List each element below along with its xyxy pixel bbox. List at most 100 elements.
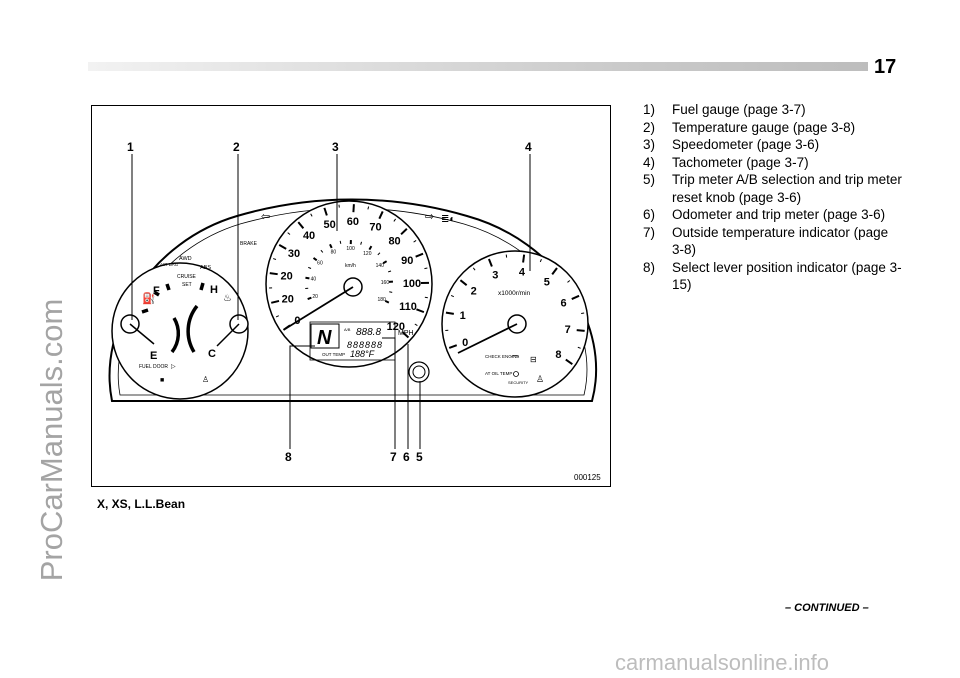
legend-text: Outside temperature indicator (page 3-8) <box>672 224 889 258</box>
mph-minor-tick <box>393 218 397 222</box>
left-turn-arrow-icon: ⇦ <box>261 211 270 223</box>
tach-tick <box>576 329 585 332</box>
legend-number: 6) <box>643 207 656 222</box>
mph-unit-label: MPH <box>398 330 414 337</box>
tach-label: 6 <box>560 298 566 310</box>
legend-text: Trip meter A/B selection and trip meter … <box>672 172 902 205</box>
mph-label: 20 <box>282 294 294 306</box>
legend-text: Speedometer (page 3-6) <box>672 137 820 152</box>
fuel-full-label: F <box>153 285 160 297</box>
abs-label: ABS <box>200 265 211 271</box>
tach-minor-tick <box>539 258 542 263</box>
legend-number: 4) <box>643 154 656 170</box>
mph-tick <box>401 331 410 339</box>
kmh-tick <box>384 299 390 304</box>
security-label: SECURITY <box>508 380 529 385</box>
tach-tick <box>487 258 493 267</box>
kmh-label: 160 <box>381 280 390 286</box>
callout-7: 7 <box>390 450 397 464</box>
check-engine-label: CHECK ENGINE <box>485 354 519 359</box>
instrument-cluster-illustration: F E H C ⛽ ♨ AIR BAG AWD ABS CRUISE SET F… <box>108 140 601 482</box>
cruise-label: CRUISE <box>177 274 197 280</box>
tach-label: 7 <box>565 324 571 336</box>
legend-text: Fuel gauge (page 3-7) <box>672 102 806 117</box>
mph-label: 120 <box>387 321 405 333</box>
legend-number: 5) <box>643 172 656 187</box>
side-watermark: ProCarManuals.com <box>22 230 82 650</box>
mph-minor-tick <box>424 267 428 270</box>
kmh-tick <box>305 276 310 280</box>
mph-tick <box>415 252 424 258</box>
tachometer-needle <box>457 323 518 354</box>
tach-minor-tick <box>577 346 581 349</box>
callout-3: 3 <box>332 140 339 154</box>
tach-tick <box>551 267 558 276</box>
mph-label: 20 <box>280 270 292 282</box>
battery-icon: ⊟ <box>530 355 537 364</box>
figure-caption: X, XS, L.L.Bean <box>97 497 186 511</box>
kmh-minor-tick <box>388 270 392 273</box>
mph-label: 100 <box>403 278 421 290</box>
legend-item: 7) Outside temperature indicator (page 3-… <box>643 224 903 259</box>
kmh-label: 80 <box>331 249 337 255</box>
image-code: 000125 <box>574 473 601 482</box>
temp-hot-label: H <box>210 284 218 296</box>
seatbelt-icon-right: ♙ <box>536 374 544 384</box>
legend-text: Tachometer (page 3-7) <box>672 154 809 170</box>
legend-text: Odometer and trip meter (page 3-6) <box>672 207 886 222</box>
legend-item: 6) Odometer and trip meter (page 3-6) <box>643 206 903 224</box>
legend-text: Temperature gauge (page 3-8) <box>672 119 856 135</box>
kmh-label: 60 <box>317 260 323 266</box>
kmh-minor-tick <box>339 240 342 244</box>
mph-tick <box>400 228 408 236</box>
gear-display <box>310 323 340 349</box>
kmh-label: 180 <box>377 297 386 303</box>
mph-tick <box>278 244 287 250</box>
kmh-label: 140 <box>376 263 385 269</box>
mph-tick <box>378 211 384 220</box>
mph-tick <box>269 272 278 276</box>
kmh-minor-tick <box>308 266 312 269</box>
legend-text: Select lever position indicator (page 3-… <box>672 259 902 293</box>
fuel-door-arrow-icon: ▷ <box>171 364 176 370</box>
mph-minor-tick <box>272 258 277 260</box>
tach-minor-tick <box>472 267 476 271</box>
mph-label: 70 <box>369 222 381 234</box>
kmh-unit-label: km/h <box>345 263 356 269</box>
fuel-needle <box>129 323 155 345</box>
brake-label: BRAKE <box>240 241 258 247</box>
tach-tick <box>459 279 468 286</box>
callout-lines <box>131 154 531 449</box>
temp-needle <box>216 323 240 347</box>
callout-6: 6 <box>403 450 410 464</box>
kmh-tick <box>312 257 318 262</box>
legend-item: 2)Temperature gauge (page 3-8) <box>643 119 903 137</box>
right-turn-arrow-icon: ⇨ <box>425 211 434 223</box>
trip-meter-display: 888.8 <box>356 327 381 338</box>
tach-label: 1 <box>460 310 466 322</box>
mph-label: 90 <box>401 255 413 267</box>
tach-unit-label: x1000r/min <box>498 290 531 297</box>
mph-label: 30 <box>288 248 300 260</box>
security-light-icon <box>513 371 519 377</box>
tach-minor-tick <box>567 280 571 283</box>
mph-minor-tick <box>310 213 313 217</box>
mph-minor-tick <box>413 240 417 243</box>
tach-label: 0 <box>462 337 468 349</box>
tach-tick <box>565 358 573 365</box>
kmh-label: 20 <box>312 294 318 300</box>
air-bag-label: AIR BAG <box>160 262 179 267</box>
awd-label: AWD <box>179 256 192 262</box>
coolant-icon: ♨ <box>223 293 232 304</box>
tach-label: 4 <box>519 266 526 278</box>
legend-item: 4) Tachometer (page 3-7) <box>643 154 903 172</box>
legend-item: 5) Trip meter A/B selection and trip mete… <box>643 171 903 206</box>
seatbelt-icon: ♙ <box>202 375 209 384</box>
temp-cold-label: C <box>208 348 216 360</box>
legend-number: 7) <box>643 224 656 240</box>
bottom-watermark: carmanualsonline.info <box>615 650 830 675</box>
tach-tick <box>522 254 526 263</box>
mph-tick <box>297 221 305 229</box>
